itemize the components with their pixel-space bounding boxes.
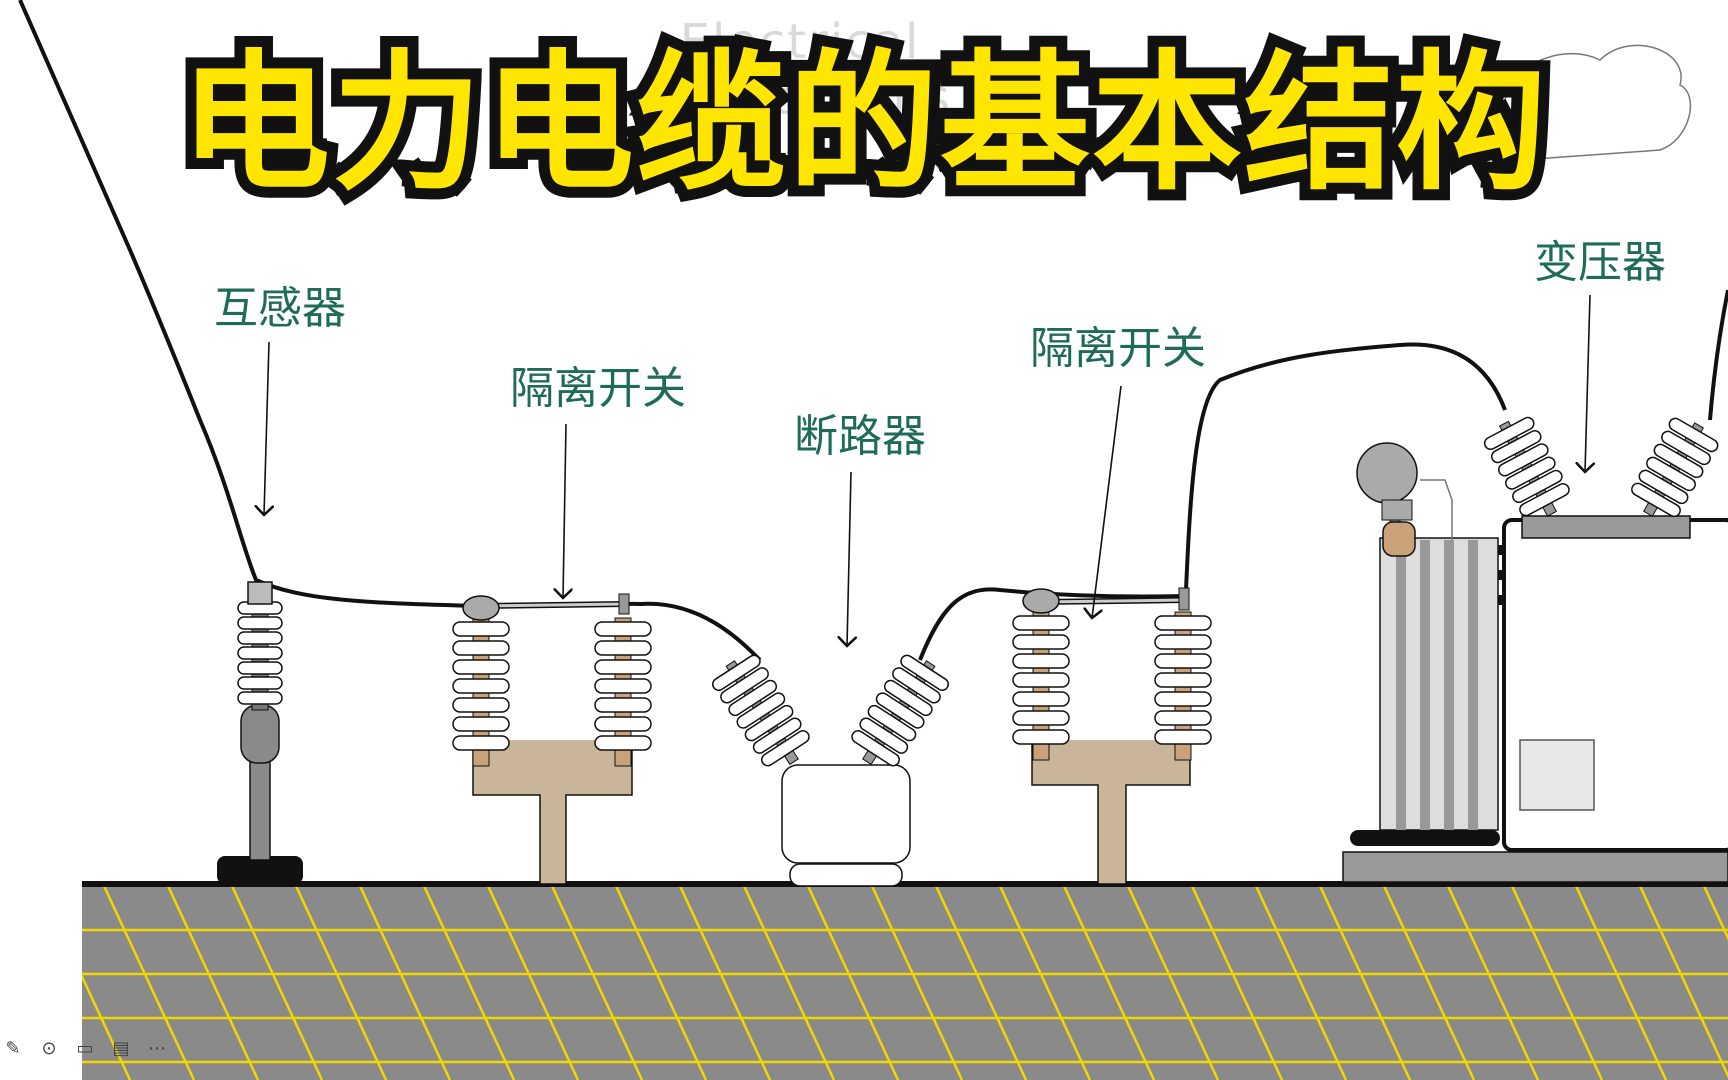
cloud-outline — [1494, 44, 1692, 161]
comment-icon[interactable]: ▤ — [112, 1038, 130, 1059]
watermark-text: Electrical Substations — [648, 14, 952, 126]
circuit-breaker — [711, 654, 950, 887]
more-icon[interactable]: ⋯ — [148, 1038, 166, 1059]
current-transformer — [217, 581, 303, 884]
label-isolator-left: 隔离开关 — [510, 363, 686, 414]
label-power-transformer: 变压器 — [1534, 237, 1666, 288]
label-breaker: 断路器 — [794, 411, 926, 462]
wire-transformer-right — [1708, 289, 1728, 421]
pencil-icon[interactable]: ✎ — [5, 1038, 21, 1059]
camera-icon[interactable]: ▭ — [76, 1038, 94, 1059]
power-transformer — [1342, 416, 1728, 883]
annotation-arrows — [264, 294, 1590, 646]
overhead-wire — [18, 0, 762, 662]
label-isolator-right: 隔离开关 — [1030, 323, 1206, 374]
isolator-switch-right — [1012, 587, 1212, 885]
label-current-transformer: 互感器 — [214, 283, 346, 334]
wire-breaker-to-isolator — [918, 587, 1185, 661]
page-title: 电力电缆的基本结构 — [169, 31, 1557, 218]
wire-isolator-to-transformer — [1184, 342, 1507, 591]
player-toolbar: ✎ ⊙ ▭ ▤ ⋯ — [0, 1036, 170, 1062]
isolator-switch-left — [452, 593, 652, 885]
ground-grid — [82, 881, 1728, 1080]
screenshot-icon[interactable]: ⊙ — [41, 1038, 57, 1059]
